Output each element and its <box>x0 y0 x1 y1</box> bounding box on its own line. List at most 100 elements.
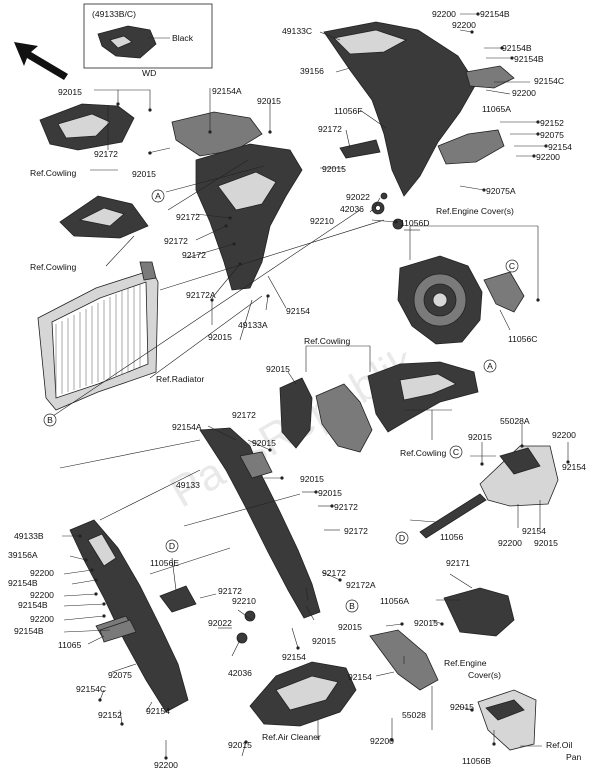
part-label: 92172 <box>334 502 358 512</box>
engine-cover <box>397 255 525 345</box>
part-label: 92015 <box>228 740 252 750</box>
part-label: Ref.Radiator <box>156 374 204 384</box>
part-label: 92200 <box>370 736 394 746</box>
part-label: 42036 <box>228 668 252 678</box>
part-label: 92154B <box>8 578 38 588</box>
part-label: 11056D <box>400 218 429 228</box>
part-label: 92015 <box>468 432 492 442</box>
lower-brackets <box>99 585 256 644</box>
part-label: 92172 <box>164 236 188 246</box>
part-label: 49133C <box>282 26 312 36</box>
part-label: Ref.Engine <box>444 658 487 668</box>
part-label: 92172 <box>94 149 118 159</box>
callout-b-label-2: B <box>349 601 355 611</box>
callout-d-label: D <box>399 533 405 543</box>
part-label: 92022 <box>208 618 232 628</box>
part-label: 92154B <box>514 54 544 64</box>
callout-d-strip: D <box>395 531 409 545</box>
part-label: 92154 <box>562 462 586 472</box>
part-label: 92015 <box>208 332 232 342</box>
part-labels: 92015 92154A 92015 92172 92015 Ref.Cowli… <box>8 9 586 770</box>
part-label: 92015 <box>338 622 362 632</box>
grommet-set <box>371 192 404 230</box>
callout-b-label: B <box>47 415 53 425</box>
upper-air-duct <box>39 103 135 151</box>
part-label: 49133 <box>176 480 200 490</box>
part-label: 92075 <box>540 130 564 140</box>
part-label: 49133A <box>238 320 268 330</box>
callout-c-label: C <box>509 261 515 271</box>
front-direction-arrow-icon <box>14 42 68 80</box>
part-label: 92015 <box>257 96 281 106</box>
middle-cowling-parts <box>279 361 479 453</box>
part-label: Ref.Engine Cover(s) <box>436 206 514 216</box>
part-label: 92200 <box>452 20 476 30</box>
part-label: 92172 <box>318 124 342 134</box>
part-label: 55028A <box>500 416 530 426</box>
part-label: 92154B <box>480 9 510 19</box>
part-label: 55028 <box>402 710 426 720</box>
inner-cowling-49133 <box>199 427 321 619</box>
oil-pan-bracket <box>477 689 537 751</box>
part-label: 92200 <box>552 430 576 440</box>
part-label: 92172 <box>218 586 242 596</box>
part-label: 92154 <box>146 706 170 716</box>
part-label: Ref.Cowling <box>400 448 447 458</box>
bracket-11065a <box>339 129 505 165</box>
part-label: 92172A <box>186 290 216 300</box>
part-label: 92015 <box>312 636 336 646</box>
part-label: 92210 <box>310 216 334 226</box>
part-label: 92210 <box>232 596 256 606</box>
callout-a-label: A <box>155 191 161 201</box>
part-label: 11056 <box>440 532 463 542</box>
part-label: 92075 <box>108 670 132 680</box>
part-label: 42036 <box>340 204 364 214</box>
part-label: 92172 <box>232 410 256 420</box>
part-label: 11056E <box>150 558 179 568</box>
part-label: 92015 <box>300 474 324 484</box>
part-label: 92015 <box>252 438 276 448</box>
radiator <box>37 261 159 411</box>
part-label: 11065 <box>58 640 81 650</box>
part-label: 92015 <box>132 169 156 179</box>
rubber-strip-11056 <box>419 493 487 539</box>
callout-c-middle: C <box>449 445 463 459</box>
callout-b-radiator: B <box>43 413 57 427</box>
part-label: 92200 <box>30 614 54 624</box>
part-label: 92015 <box>322 164 346 174</box>
part-label: 11056B <box>462 756 491 766</box>
part-label: 39156 <box>300 66 324 76</box>
callout-a-middle: A <box>483 359 497 373</box>
part-label: 92154B <box>14 626 44 636</box>
callout-a-upper: A <box>151 189 165 203</box>
part-label: 92200 <box>30 568 54 578</box>
part-label: 92172 <box>322 568 346 578</box>
air-cleaner-cover <box>249 661 357 727</box>
part-label: 92015 <box>450 702 474 712</box>
part-label: 92154 <box>548 142 572 152</box>
part-label: 11056A <box>380 596 409 606</box>
part-label: 11065A <box>482 104 511 114</box>
part-label: Cover(s) <box>468 670 501 680</box>
side-air-duct <box>59 195 149 239</box>
part-label: 92200 <box>154 760 178 770</box>
part-label: 92200 <box>512 88 536 98</box>
part-label: 92200 <box>498 538 522 548</box>
part-label: 92154 <box>348 672 372 682</box>
inset-color-label: Black <box>172 33 194 43</box>
part-label: 92015 <box>414 618 438 628</box>
part-label: 92152 <box>540 118 564 128</box>
part-label: Ref.Air Cleaner <box>262 732 321 742</box>
part-label: 92015 <box>318 488 342 498</box>
leader-lines <box>49 13 569 758</box>
part-label: 11056F <box>334 106 363 116</box>
callout-c-label-2: C <box>453 447 459 457</box>
part-label: 92172 <box>182 250 206 260</box>
part-label: Ref.Cowling <box>30 168 77 178</box>
part-label: 92154 <box>282 652 306 662</box>
callout-d-label-2: D <box>169 541 175 551</box>
part-label: 92154A <box>172 422 202 432</box>
part-label: 92154B <box>502 43 532 53</box>
part-label: 92154 <box>522 526 546 536</box>
